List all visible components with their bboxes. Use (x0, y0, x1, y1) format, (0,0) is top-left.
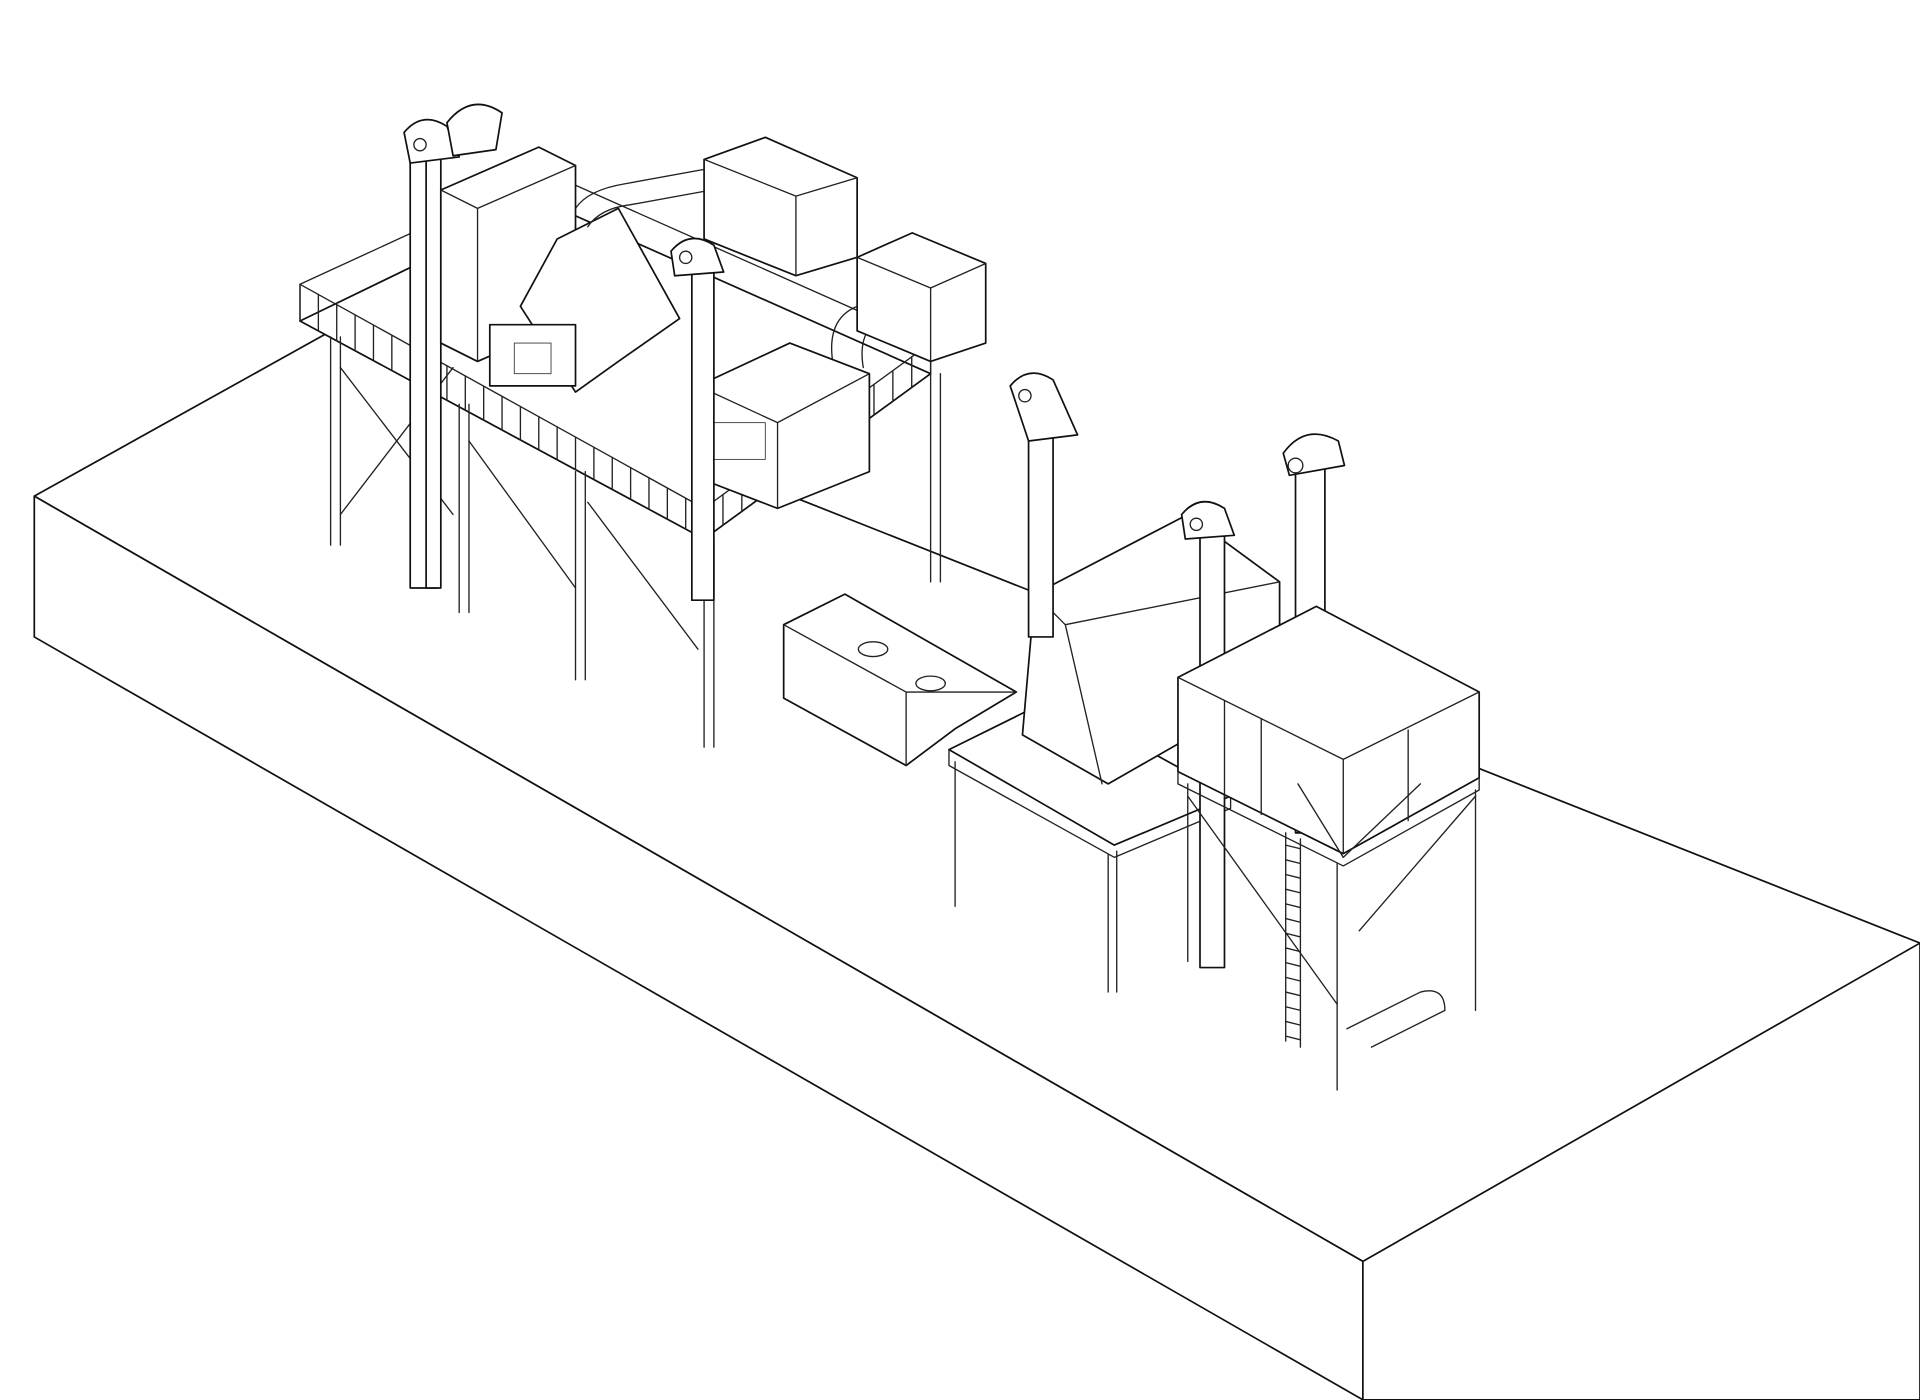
ladder-rung (1285, 917, 1302, 923)
ladder-rung (1285, 1006, 1302, 1012)
cross-brace (468, 440, 577, 589)
ladder-rung (1285, 1020, 1302, 1026)
bucket-elevator-3 (1009, 372, 1079, 638)
cleaner-machine (439, 146, 681, 393)
ladder-rung (1285, 947, 1302, 953)
cross-brace (587, 501, 699, 650)
ladder (1285, 832, 1302, 1048)
bucket-elevator-1 (403, 103, 503, 589)
screen-cleaner (782, 593, 1018, 767)
ladder-rung (1285, 932, 1302, 938)
ladder-rung (1285, 991, 1302, 997)
separator-machine (697, 342, 871, 510)
ladder-rung (1285, 976, 1302, 982)
ladder-rung (1285, 873, 1302, 879)
storage-bin (1177, 605, 1481, 1091)
ladder-rung (1285, 844, 1302, 850)
filter-units (703, 136, 987, 363)
ladder-rung (1285, 859, 1302, 865)
concrete-slab (33, 320, 1920, 1400)
ladder-rung (1285, 903, 1302, 909)
ladder-rung (1285, 1035, 1302, 1041)
ladder-rung (1285, 961, 1302, 967)
ladder-rung (1285, 888, 1302, 894)
bucket-elevator-2 (670, 237, 725, 602)
